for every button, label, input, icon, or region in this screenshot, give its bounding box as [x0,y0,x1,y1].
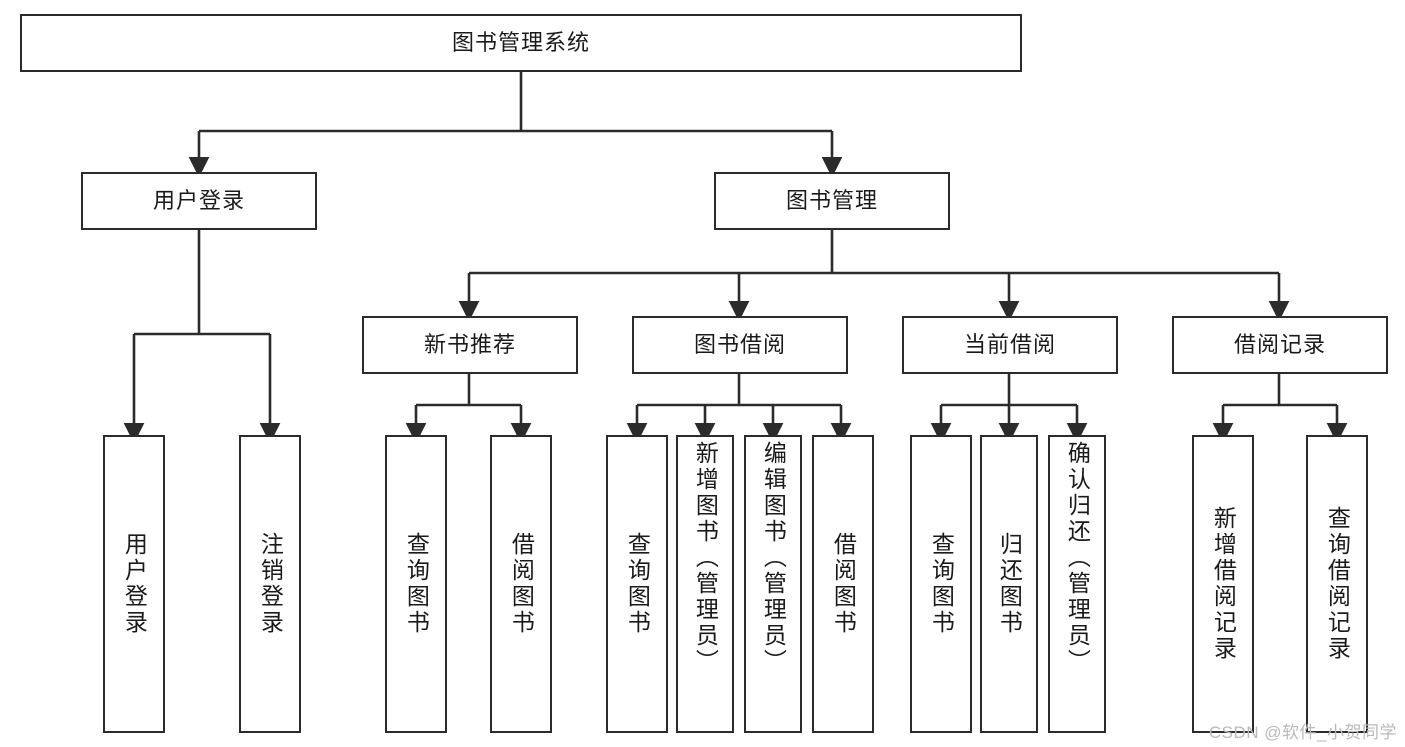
node-borrow-record[interactable]: 借阅记录 [1172,316,1388,374]
leaf-current-borrow-confirm[interactable]: 确认归还（管理员） [1048,435,1106,733]
leaf-book-borrow-query[interactable]: 查询图书 [606,435,668,733]
leaf-new-book-query[interactable]: 查询图书 [385,435,447,733]
leaf-book-borrow-add[interactable]: 新增图书（管理员） [676,435,734,733]
node-user-login[interactable]: 用户登录 [81,172,317,230]
leaf-user-login-logout[interactable]: 注销登录 [239,435,301,733]
leaf-book-borrow-borrow[interactable]: 借阅图书 [812,435,874,733]
leaf-new-book-borrow[interactable]: 借阅图书 [490,435,552,733]
node-current-borrow[interactable]: 当前借阅 [902,316,1118,374]
leaf-book-borrow-edit[interactable]: 编辑图书（管理员） [744,435,802,733]
leaf-current-borrow-query[interactable]: 查询图书 [910,435,972,733]
node-new-book-recommend[interactable]: 新书推荐 [362,316,578,374]
watermark-text: CSDN @软件_小贺同学 [1208,723,1397,742]
node-root-system[interactable]: 图书管理系统 [20,14,1022,72]
node-book-manage[interactable]: 图书管理 [714,172,950,230]
leaf-borrow-record-query[interactable]: 查询借阅记录 [1306,435,1368,733]
leaf-borrow-record-add[interactable]: 新增借阅记录 [1192,435,1254,733]
leaf-current-borrow-return[interactable]: 归还图书 [980,435,1038,733]
node-book-borrow[interactable]: 图书借阅 [632,316,848,374]
leaf-user-login-login[interactable]: 用户登录 [103,435,165,733]
